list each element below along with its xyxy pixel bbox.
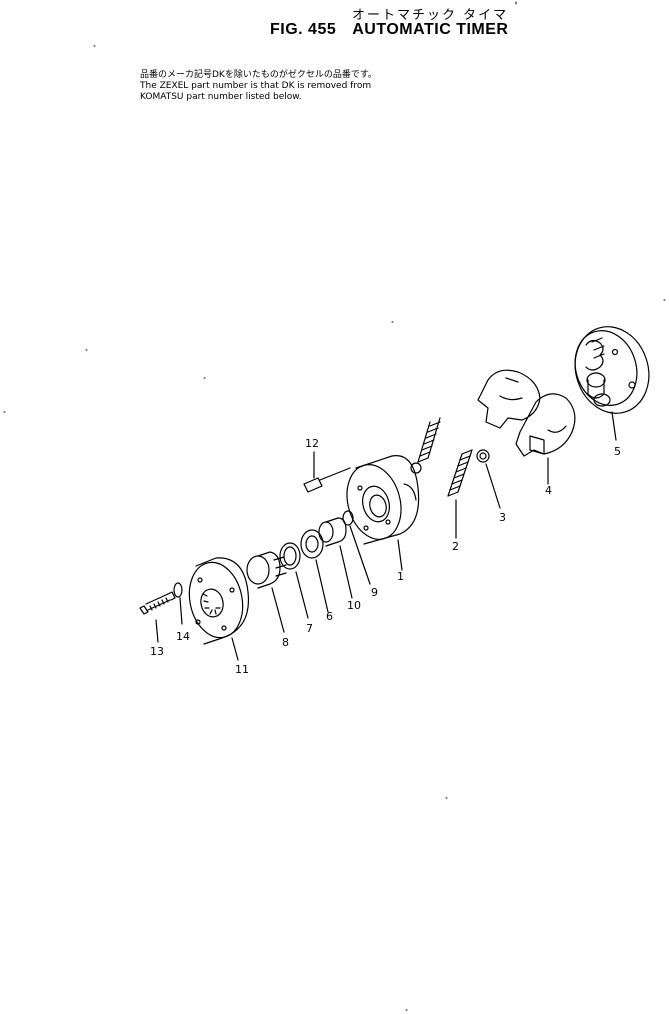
callout-2: 2 bbox=[452, 540, 459, 553]
callout-7: 7 bbox=[306, 622, 313, 635]
part-5-housing bbox=[574, 326, 650, 441]
figure-name: AUTOMATIC TIMER bbox=[352, 21, 509, 38]
callout-9: 9 bbox=[371, 586, 378, 599]
note-line-2: KOMATSU part number listed below. bbox=[140, 92, 302, 102]
callout-11: 11 bbox=[235, 663, 249, 676]
part-13-bolt bbox=[139, 591, 176, 643]
part-14-lockwasher bbox=[173, 582, 183, 625]
callout-12: 12 bbox=[305, 437, 319, 450]
figure-number: FIG. 455 bbox=[270, 21, 337, 38]
callout-6: 6 bbox=[326, 610, 333, 623]
callout-8: 8 bbox=[282, 636, 289, 649]
part-11-flange bbox=[188, 557, 250, 661]
callout-13: 13 bbox=[150, 645, 164, 658]
figure-title: FIG. 455 AUTOMATIC TIMER bbox=[270, 21, 508, 39]
note-line-1: The ZEXEL part number is that DK is remo… bbox=[140, 81, 372, 91]
part-10-bushing bbox=[318, 517, 353, 599]
callout-3: 3 bbox=[499, 511, 506, 524]
callout-14: 14 bbox=[176, 630, 190, 643]
part-6-washer bbox=[300, 529, 329, 613]
part-12-pin bbox=[303, 451, 351, 493]
part-4-flyweights bbox=[477, 369, 576, 485]
callout-5: 5 bbox=[614, 445, 621, 458]
callout-labels: 1 2 3 4 5 6 7 8 9 10 11 12 13 14 bbox=[150, 437, 621, 676]
part-3-seat bbox=[476, 449, 501, 509]
callout-4: 4 bbox=[545, 484, 552, 497]
part-2-spring bbox=[447, 449, 473, 539]
note-japanese: 品番のメーカ記号DKを除いたものがゼクセルの品番です。 bbox=[140, 70, 377, 80]
part-9-ring bbox=[342, 510, 371, 585]
part-8-bolt bbox=[246, 551, 287, 633]
japanese-title: オートマチック タイマ bbox=[352, 8, 509, 23]
callout-1: 1 bbox=[397, 570, 404, 583]
part-1-hub bbox=[346, 455, 420, 571]
callout-10: 10 bbox=[347, 599, 361, 612]
scan-specks bbox=[3, 1, 666, 1011]
part-7-oring bbox=[279, 542, 309, 619]
upper-spring bbox=[410, 417, 441, 474]
